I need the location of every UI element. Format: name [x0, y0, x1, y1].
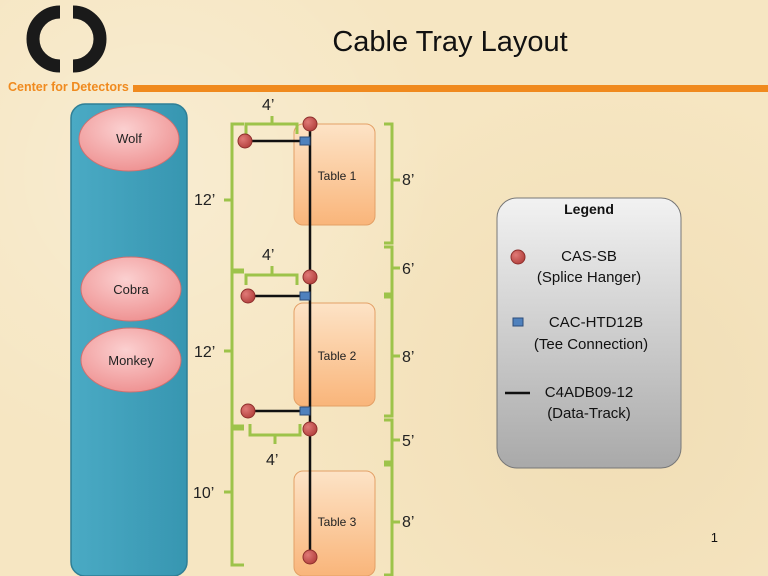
splice-hanger-1 — [302, 116, 318, 132]
branch-dimension-1: 4’ — [262, 97, 274, 114]
splice-hanger-7 — [302, 549, 318, 565]
legend-item-3-desc: (Data-Track) — [547, 405, 631, 422]
left-brace-2 — [224, 270, 244, 428]
right-braces — [384, 122, 400, 576]
legend-item-2-desc: (Tee Connection) — [534, 336, 648, 353]
right-dimension-2: 6’ — [402, 261, 414, 278]
branch-brace-3 — [248, 424, 302, 444]
splice-hanger-4 — [240, 288, 256, 304]
left-dimension-2: 12’ — [194, 344, 215, 361]
left-brace-3 — [224, 427, 244, 567]
detector-wolf-label: Wolf — [116, 131, 142, 146]
detector-wolf — [78, 106, 180, 172]
right-brace-1 — [384, 122, 400, 245]
left-brace-1 — [224, 122, 244, 272]
branch-braces — [244, 116, 302, 444]
legend-item-2-name: CAC-HTD12B — [549, 314, 643, 331]
branch-brace-1 — [244, 116, 299, 134]
legend-tee-connection-symbol — [512, 317, 524, 327]
legend-background — [496, 197, 682, 469]
splice-hanger-3 — [302, 269, 318, 285]
tee-connection-3 — [299, 406, 311, 416]
legend-item-3-name: C4ADB09-12 — [545, 384, 633, 401]
slide-number: 1 — [710, 530, 718, 545]
left-dimension-1: 12’ — [194, 192, 215, 209]
right-brace-2 — [384, 245, 400, 296]
table-1-label: Table 1 — [318, 169, 357, 183]
tee-connections — [299, 136, 311, 416]
legend-splice-hanger-symbol — [510, 249, 526, 265]
right-dimension-4: 5’ — [402, 433, 414, 450]
detector-monkey — [80, 327, 182, 393]
splice-hanger-6 — [302, 421, 318, 437]
table-1 — [293, 123, 376, 226]
legend-title: Legend — [564, 201, 614, 217]
right-dimension-5: 8’ — [402, 514, 414, 531]
right-brace-3 — [384, 295, 400, 418]
right-brace-4 — [384, 418, 400, 464]
detector-cobra — [80, 256, 182, 322]
table-3-label: Table 3 — [318, 515, 357, 529]
left-braces — [224, 122, 244, 567]
logo-d-shape — [72, 5, 107, 73]
page-title: Cable Tray Layout — [332, 26, 568, 58]
left-dimension-3: 10’ — [193, 485, 214, 502]
splice-hanger-5 — [240, 403, 256, 419]
legend-box: Legend CAS-SB (Splice Hanger) CAC-HTD12B… — [496, 197, 682, 469]
branch-dimension-3: 4’ — [266, 452, 278, 469]
right-brace-5 — [384, 463, 400, 576]
detector-monkey-label: Monkey — [108, 353, 154, 368]
header-accent-bar — [133, 85, 768, 92]
right-dimension-1: 8’ — [402, 172, 414, 189]
branch-dimension-2: 4’ — [262, 247, 274, 264]
tee-connection-2 — [299, 291, 311, 301]
branch-brace-2 — [244, 266, 299, 285]
right-dimension-3: 8’ — [402, 349, 414, 366]
legend-item-1-name: CAS-SB — [561, 248, 617, 265]
logo-c-shape — [26, 5, 61, 73]
table-2-label: Table 2 — [318, 349, 357, 363]
logo-label: Center for Detectors — [8, 80, 129, 94]
tee-connection-1 — [299, 136, 311, 146]
table-3 — [293, 470, 376, 576]
splice-hanger-2 — [237, 133, 253, 149]
splice-hangers — [237, 116, 318, 565]
legend-item-1-desc: (Splice Hanger) — [537, 269, 641, 286]
detector-cobra-label: Cobra — [113, 282, 149, 297]
table-2 — [293, 302, 376, 407]
center-for-detectors-logo — [26, 5, 107, 73]
